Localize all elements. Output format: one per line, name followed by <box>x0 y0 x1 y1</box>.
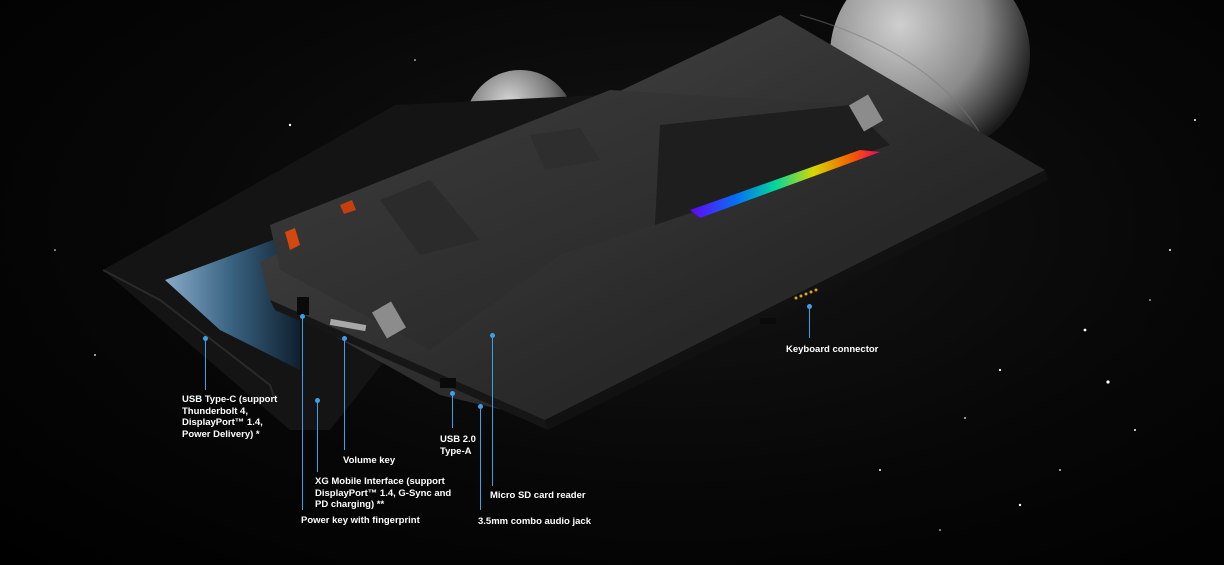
star-icon <box>54 59 1196 531</box>
keyboard-connector-label: Keyboard connector <box>786 344 879 355</box>
usb-a-callout-line <box>452 395 453 428</box>
usb-c-callout-line <box>205 340 206 390</box>
volume-key-callout-dot <box>342 336 347 341</box>
power-key-callout-dot <box>300 314 305 319</box>
usb-a-label: USB 2.0 Type-A <box>440 434 476 457</box>
keyboard-connector-callout-line <box>809 308 810 338</box>
keyboard-connector-callout-dot <box>807 304 812 309</box>
micro-sd-label: Micro SD card reader <box>490 490 586 501</box>
xg-mobile-callout-dot <box>315 398 320 403</box>
volume-key-label: Volume key <box>343 455 396 466</box>
power-key-label: Power key with fingerprint <box>301 515 420 526</box>
usb-c-label: USB Type-C (support Thunderbolt 4, Displ… <box>182 394 278 440</box>
xg-mobile-callout-line <box>317 402 318 472</box>
audio-jack-callout-dot <box>478 404 483 409</box>
micro-sd-callout-line <box>492 337 493 486</box>
usb-a-callout-dot <box>450 391 455 396</box>
xg-mobile-label: XG Mobile Interface (support DisplayPort… <box>315 476 452 510</box>
audio-jack-callout-line <box>480 408 481 510</box>
volume-key-callout-line <box>344 340 345 450</box>
audio-jack-label: 3.5mm combo audio jack <box>478 516 591 527</box>
micro-sd-callout-dot <box>490 333 495 338</box>
usb-c-callout-dot <box>203 336 208 341</box>
power-key-callout-line <box>302 318 303 510</box>
